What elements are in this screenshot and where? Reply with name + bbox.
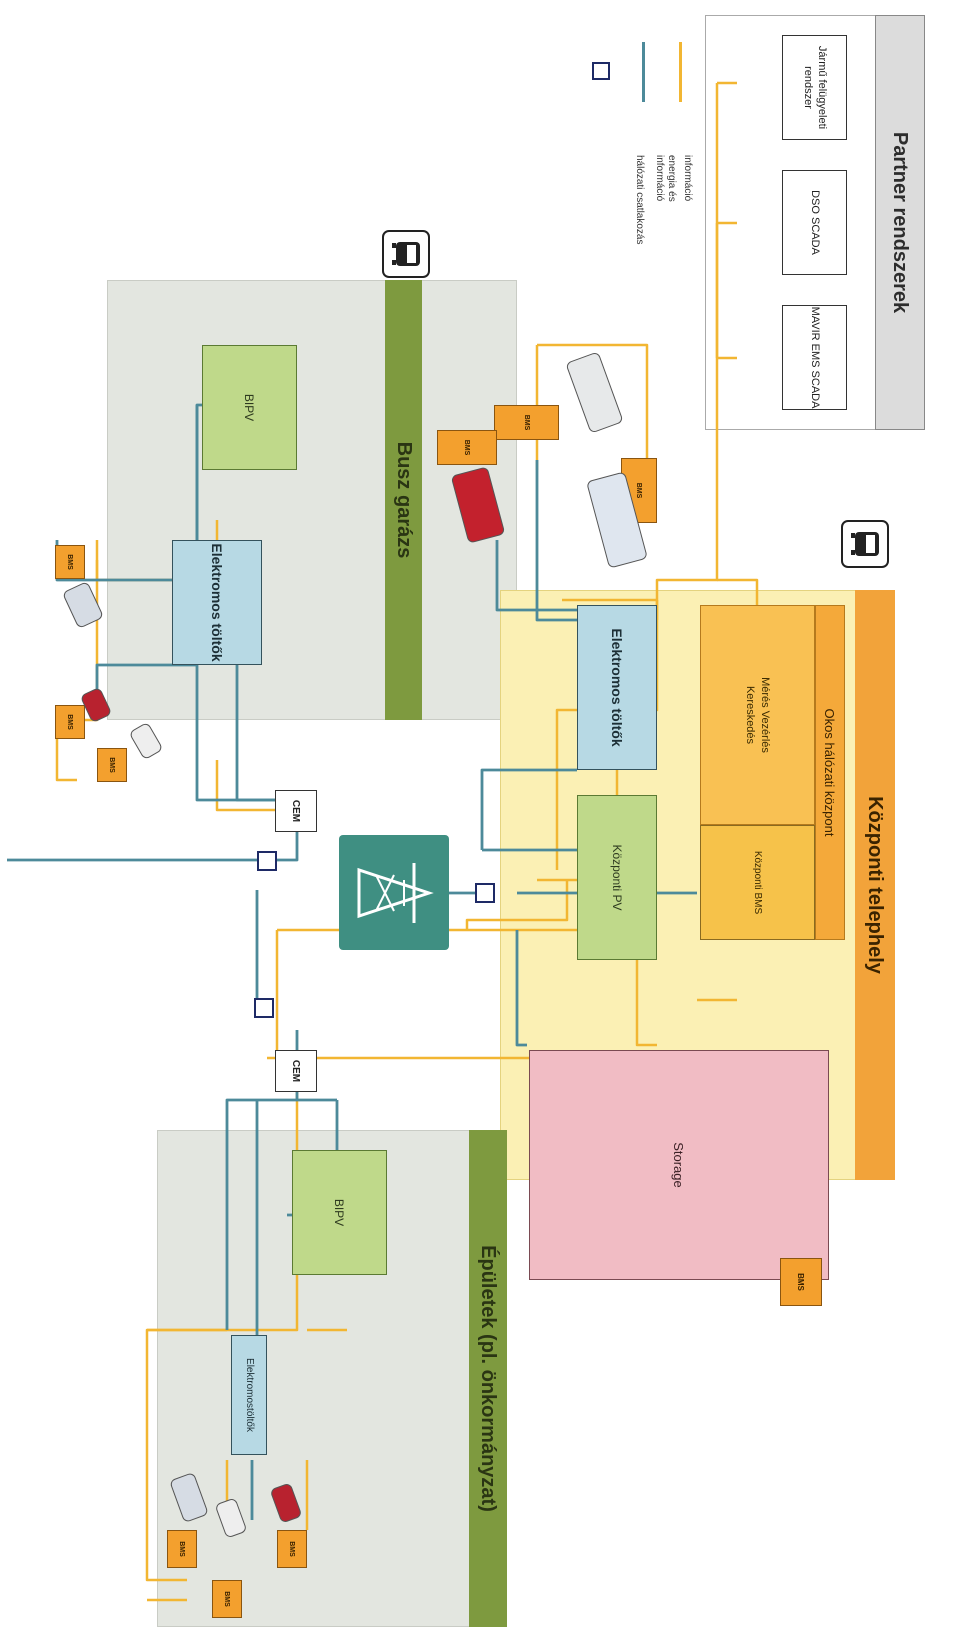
buildings-chargers: Elektromostöltők — [231, 1335, 267, 1455]
storage-bms-label: BMS — [796, 1273, 806, 1291]
vehicle-monitoring-system-label: Jármű felügyeleti rendszer — [802, 45, 828, 130]
cem-right: CEM — [275, 1050, 317, 1092]
central-bms-2: BMS — [437, 430, 497, 465]
dso-scada-box: DSO SCADA — [782, 170, 847, 275]
central-bms-box: Központi BMS — [700, 825, 815, 940]
legend-info-swatch — [679, 42, 682, 102]
central-pv-label: Központi PV — [610, 844, 624, 911]
transmission-tower-icon — [357, 862, 434, 923]
smart-grid-center-functions: Mérés Vezérlés Kereskedés — [700, 605, 815, 825]
grid-connection-2 — [254, 998, 274, 1018]
bus-garage-bus-vehicle — [61, 580, 105, 630]
bms-label: BMS — [66, 554, 74, 570]
cem-right-label: CEM — [290, 1059, 302, 1083]
buildings-bms-1: BMS — [277, 1530, 307, 1568]
partner-systems-title-bar: Partner rendszerek — [875, 15, 925, 430]
legend-energy-swatch — [642, 42, 645, 102]
bus-garage-title: Busz garázs — [393, 441, 415, 559]
transmission-tower — [339, 835, 449, 950]
bus-garage-region — [107, 280, 517, 720]
bus-front-icon — [851, 532, 879, 556]
info-line — [215, 760, 277, 812]
central-white-van — [565, 351, 624, 434]
bus-garage-bms-1: BMS — [55, 545, 85, 579]
central-chargers: Elektromos töltők — [577, 605, 657, 770]
grid-connection-1 — [257, 851, 277, 871]
bms-label: BMS — [523, 414, 530, 431]
bus-garage-chargers-label: Elektromos töltők — [209, 543, 226, 662]
buildings-title: Épületek (pl. önkormányzat) — [477, 1245, 500, 1512]
bms-label: BMS — [66, 714, 74, 730]
energy-line — [255, 890, 267, 1012]
bms-label: BMS — [635, 482, 643, 499]
legend-info-label: információ — [682, 155, 693, 202]
grid-connection-3 — [475, 883, 495, 903]
bus-garage-white-car — [128, 721, 164, 761]
central-chargers-label: Elektromos töltők — [609, 628, 626, 747]
buildings-bms-3: BMS — [212, 1580, 242, 1618]
cem-left: CEM — [275, 790, 317, 832]
central-pv: Központi PV — [577, 795, 657, 960]
bms-label: BMS — [223, 1591, 231, 1607]
bus-garage-chargers: Elektromos töltők — [172, 540, 262, 665]
legend-connection-label: hálózati csatlakozás — [634, 155, 645, 245]
dso-scada-label: DSO SCADA — [809, 190, 822, 255]
central-bms-label: Központi BMS — [752, 850, 763, 915]
mavir-ems-scada-label: MAVIR EMS SCADA — [809, 306, 822, 409]
mavir-ems-scada-box: MAVIR EMS SCADA — [782, 305, 847, 410]
bms-label: BMS — [178, 1541, 186, 1557]
central-site-bus-icon — [841, 520, 889, 568]
bus-garage-bipv-label: BIPV — [242, 393, 257, 422]
bus-garage-bms-3: BMS — [97, 748, 127, 782]
storage-bms: BMS — [780, 1258, 822, 1306]
storage-box: Storage — [529, 1050, 829, 1280]
smart-grid-center-title-bar: Okos hálózati központ — [815, 605, 845, 940]
cem-left-label: CEM — [290, 799, 302, 823]
central-site-title: Központi telephely — [864, 796, 887, 974]
buildings-chargers-label: Elektromostöltők — [244, 1358, 255, 1432]
bus-front-icon — [392, 242, 420, 266]
smart-grid-center-title: Okos hálózati központ — [822, 708, 838, 837]
smart-grid-center-functions-label: Mérés Vezérlés Kereskedés — [744, 677, 772, 753]
buildings-bipv-label: BIPV — [332, 1198, 347, 1227]
vehicle-monitoring-system-box: Jármű felügyeleti rendszer — [782, 35, 847, 140]
bms-label: BMS — [108, 757, 116, 773]
buildings-bipv: BIPV — [292, 1150, 387, 1275]
partner-systems-title: Partner rendszerek — [889, 131, 912, 314]
central-site-title-bar: Központi telephely — [855, 590, 895, 1180]
legend-energy-label: energia és információ — [654, 155, 678, 202]
bms-label: BMS — [463, 439, 471, 456]
bus-garage-bms-2: BMS — [55, 705, 85, 739]
bus-garage-title-bar: Busz garázs — [385, 280, 422, 720]
bus-garage-bus-icon — [382, 230, 430, 278]
central-bms-1: BMS — [494, 405, 559, 440]
buildings-title-bar: Épületek (pl. önkormányzat) — [469, 1130, 507, 1627]
bus-garage-bipv: BIPV — [202, 345, 297, 470]
storage-label: Storage — [671, 1142, 687, 1188]
buildings-bms-2: BMS — [167, 1530, 197, 1568]
bms-label: BMS — [288, 1541, 296, 1557]
legend-connection-swatch — [592, 62, 610, 80]
